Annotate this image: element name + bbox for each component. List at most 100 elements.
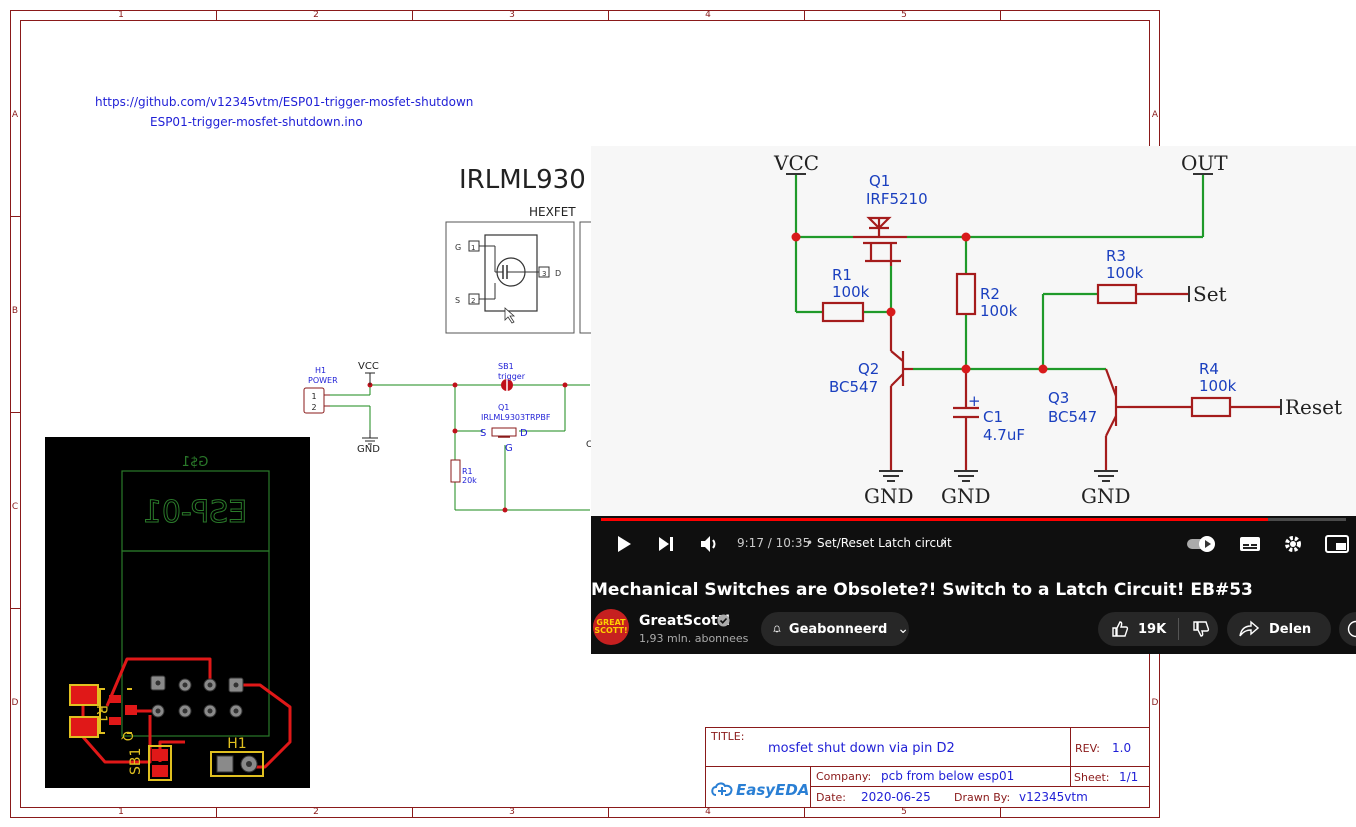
grid-row-a-right: A (1151, 110, 1159, 120)
q1-pin-g: G (505, 443, 513, 454)
h1-pin2: 2 (311, 403, 316, 412)
like-count[interactable]: 19K (1138, 621, 1167, 637)
company-label: Company: (816, 770, 872, 783)
package-pin-d: D (555, 269, 561, 278)
settings-gear-icon[interactable] (1283, 534, 1303, 554)
subscribed-button[interactable]: Geabonneerd ⌄ (761, 612, 909, 646)
thanks-icon (1347, 620, 1356, 638)
h1-ref: H1 (315, 366, 326, 375)
ino-file-link[interactable]: ESP01-trigger-mosfet-shutdown.ino (150, 115, 363, 129)
pcb-silk-top: G$1 (182, 455, 209, 470)
play-icon[interactable] (615, 535, 633, 553)
circuit-q3-ref: Q3 (1048, 389, 1069, 407)
easyeda-logo-icon (711, 782, 733, 796)
circuit-r2-value: 100k (980, 302, 1018, 320)
title-block: TITLE: mosfet shut down via pin D2 REV: … (705, 727, 1150, 808)
github-link[interactable]: https://github.com/v12345vtm/ESP01-trigg… (95, 95, 474, 109)
r1-ref: R1 (462, 467, 473, 476)
q1-pin-d: D (520, 428, 528, 439)
package-pin-s: S (455, 296, 460, 305)
next-icon[interactable] (657, 535, 675, 553)
circuit-q2-ref: Q2 (858, 360, 879, 378)
verified-check-icon (717, 614, 730, 627)
circuit-q2-value: BC547 (829, 378, 878, 396)
circuit-r3-ref: R3 (1106, 247, 1126, 265)
thanks-button[interactable] (1339, 612, 1356, 646)
grid-row-c: C (11, 502, 19, 512)
grid-tick (10, 412, 20, 413)
circuit-gnd-1: GND (864, 484, 914, 508)
title-value: mosfet shut down via pin D2 (768, 741, 955, 756)
grid-tick (412, 10, 413, 20)
circuit-c1-ref: C1 (983, 408, 1003, 426)
part-subtitle: HEXFET (529, 205, 576, 219)
volume-icon[interactable] (699, 534, 721, 554)
drawn-by-value: v12345vtm (1019, 790, 1088, 804)
circuit-r1-value: 100k (832, 283, 870, 301)
progress-fill (601, 518, 1268, 521)
grid-tick (10, 216, 20, 217)
drawn-by-label: Drawn By: (954, 791, 1011, 804)
sheet-label: Sheet: (1074, 771, 1110, 784)
circuit-q3-value: BC547 (1048, 408, 1097, 426)
grid-col-2: 2 (313, 10, 319, 20)
like-divider (1178, 618, 1180, 640)
mouse-cursor-icon (504, 307, 516, 324)
r1-value: 20k (462, 476, 477, 485)
chapter-separator: • (806, 536, 814, 550)
title-label: TITLE: (711, 730, 745, 743)
grid-col-2-bottom: 2 (313, 807, 319, 817)
circuit-q1-value: IRF5210 (866, 190, 928, 208)
circuit-reset: Reset (1285, 395, 1342, 419)
grid-col-1-bottom: 1 (118, 807, 124, 817)
share-icon (1239, 620, 1259, 637)
date-label: Date: (816, 791, 846, 804)
package-pin-g: G (455, 243, 461, 252)
progress-track[interactable] (601, 518, 1346, 521)
q1-pin-s: S (480, 428, 486, 439)
subtitles-icon[interactable] (1239, 535, 1261, 553)
circuit-r1-ref: R1 (832, 266, 852, 284)
chapter-title[interactable]: Set/Reset Latch circuit (817, 536, 952, 550)
q1-ref: Q1 (498, 403, 509, 412)
latch-circuit-diagram: VCC OUT Set Reset GND GND GND Q1 IRF5210… (773, 151, 1342, 508)
grid-col-4-bottom: 4 (705, 807, 711, 817)
circuit-out: OUT (1181, 151, 1228, 175)
video-frame[interactable]: VCC OUT Set Reset GND GND GND Q1 IRF5210… (591, 146, 1356, 516)
youtube-video-panel: VCC OUT Set Reset GND GND GND Q1 IRF5210… (591, 146, 1356, 654)
vcc-label: VCC (358, 361, 379, 372)
grid-tick (804, 10, 805, 20)
rev-cell: REV: 1.0 (1070, 727, 1150, 767)
channel-avatar[interactable]: GREAT SCOTT! (593, 609, 629, 645)
miniplayer-icon[interactable] (1325, 535, 1349, 553)
grid-tick (216, 10, 217, 20)
grid-tick (412, 808, 413, 818)
player-controls: 9:17 / 10:35 • Set/Reset Latch circuit › (591, 524, 1356, 564)
gnd-label: GND (357, 444, 380, 455)
like-icon[interactable] (1110, 619, 1130, 639)
channel-name[interactable]: GreatScott! (639, 613, 731, 629)
autoplay-toggle-icon[interactable] (1186, 535, 1218, 553)
grid-tick (608, 10, 609, 20)
video-title: Mechanical Switches are Obsolete?! Switc… (591, 580, 1253, 600)
rev-label: REV: (1075, 742, 1100, 755)
share-button[interactable]: Delen (1227, 612, 1331, 646)
easyeda-logo-text: EasyEDA (736, 781, 810, 799)
package-pin-3: 3 (542, 270, 546, 278)
company-cell: Company: pcb from below esp01 (810, 766, 1071, 787)
grid-tick (1000, 10, 1001, 20)
time-display: 9:17 / 10:35 (737, 536, 811, 550)
chapter-chevron-icon[interactable]: › (941, 534, 947, 550)
grid-col-3-bottom: 3 (509, 807, 515, 817)
dislike-icon[interactable] (1191, 619, 1211, 639)
circuit-r4-value: 100k (1199, 377, 1237, 395)
company-value: pcb from below esp01 (881, 769, 1015, 783)
grid-tick (216, 808, 217, 818)
grid-col-4: 4 (705, 10, 711, 20)
circuit-gnd-2: GND (941, 484, 991, 508)
circuit-gnd-3: GND (1081, 484, 1131, 508)
circuit-r3-value: 100k (1106, 264, 1144, 282)
date-value: 2020-06-25 (861, 790, 931, 804)
schematic-circuit: 1 2 H1 POWER VCC GND SB1 trigger Q1 IRLM… (300, 355, 600, 520)
grid-row-d-right: D (1151, 698, 1159, 708)
